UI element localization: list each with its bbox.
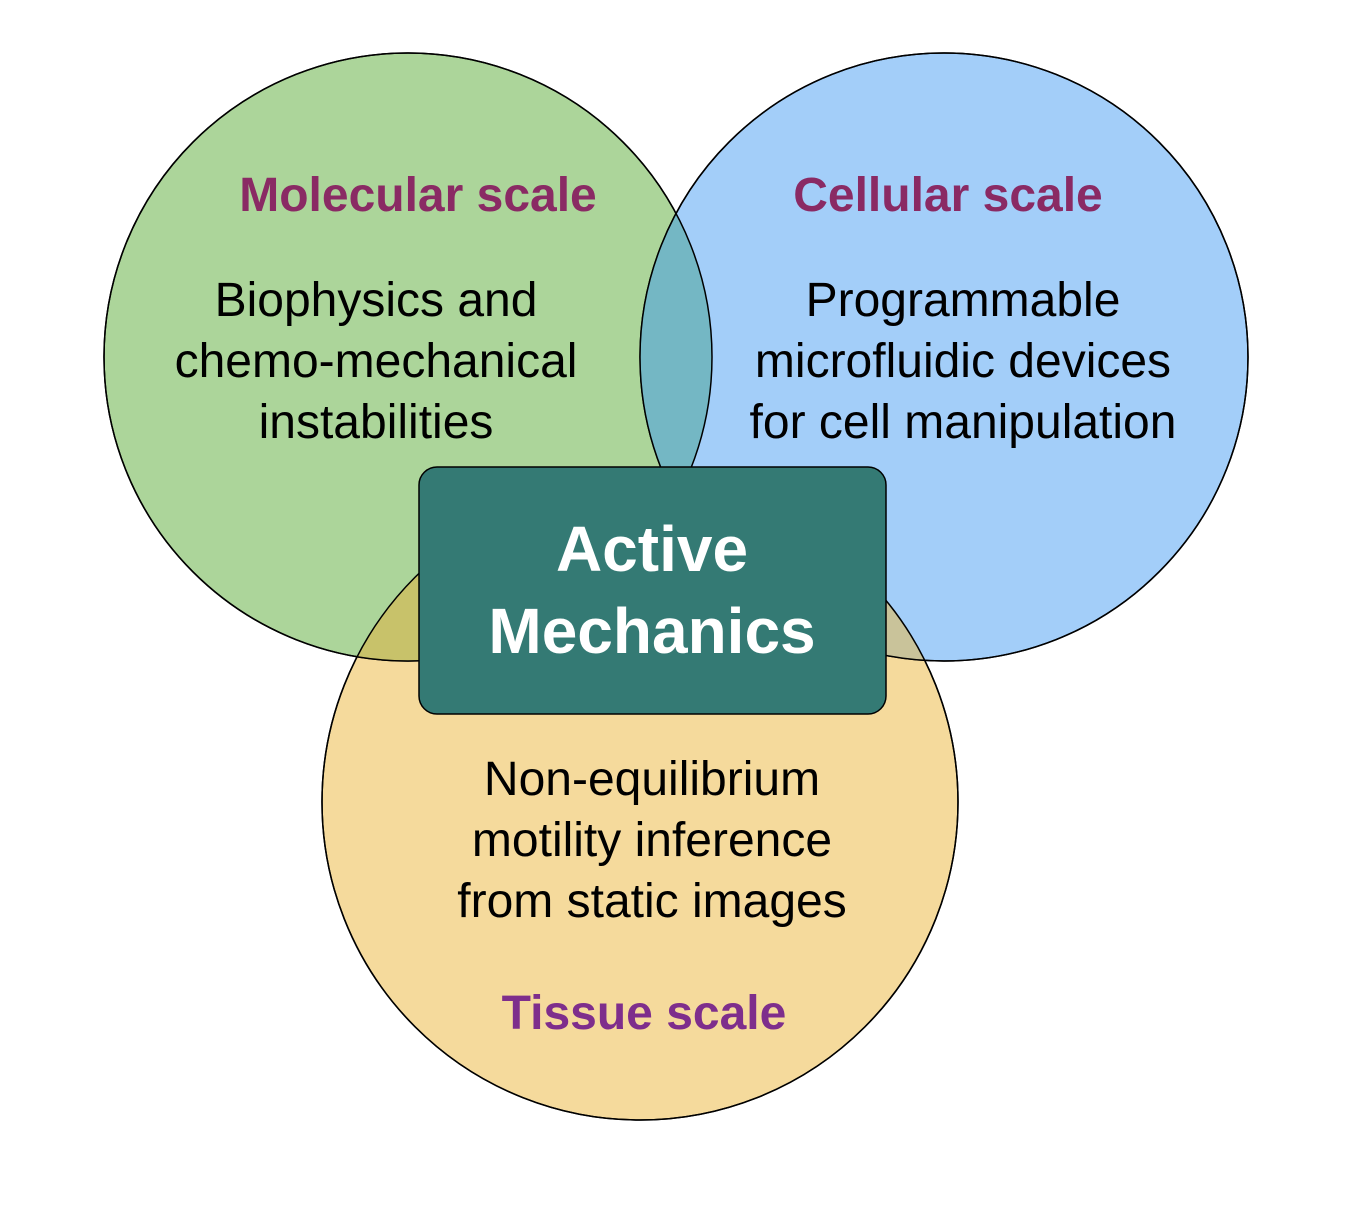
cellular-scale-title: Cellular scale xyxy=(793,169,1103,222)
tissue-scale-title: Tissue scale xyxy=(502,987,787,1040)
center-title-line-1: Active xyxy=(556,513,748,585)
cellular-desc-line-1: Programmable xyxy=(806,274,1121,327)
tissue-desc-line-2: motility inference xyxy=(472,814,832,867)
tissue-desc-line-1: Non-equilibrium xyxy=(484,753,820,806)
molecular-scale-outline xyxy=(103,52,713,662)
cellular-scale-outline xyxy=(639,52,1249,662)
molecular-desc-line-2: chemo-mechanical xyxy=(175,335,578,388)
molecular-desc-line-3: instabilities xyxy=(259,396,494,449)
center-box xyxy=(418,466,887,715)
cellular-desc-line-3: for cell manipulation xyxy=(750,396,1177,449)
molecular-scale-title: Molecular scale xyxy=(239,169,597,222)
molecular-desc-line-1: Biophysics and xyxy=(215,274,538,327)
center-title-line-2: Mechanics xyxy=(488,595,815,667)
cellular-desc-line-2: microfluidic devices xyxy=(755,335,1171,388)
tissue-desc-line-3: from static images xyxy=(457,875,846,928)
